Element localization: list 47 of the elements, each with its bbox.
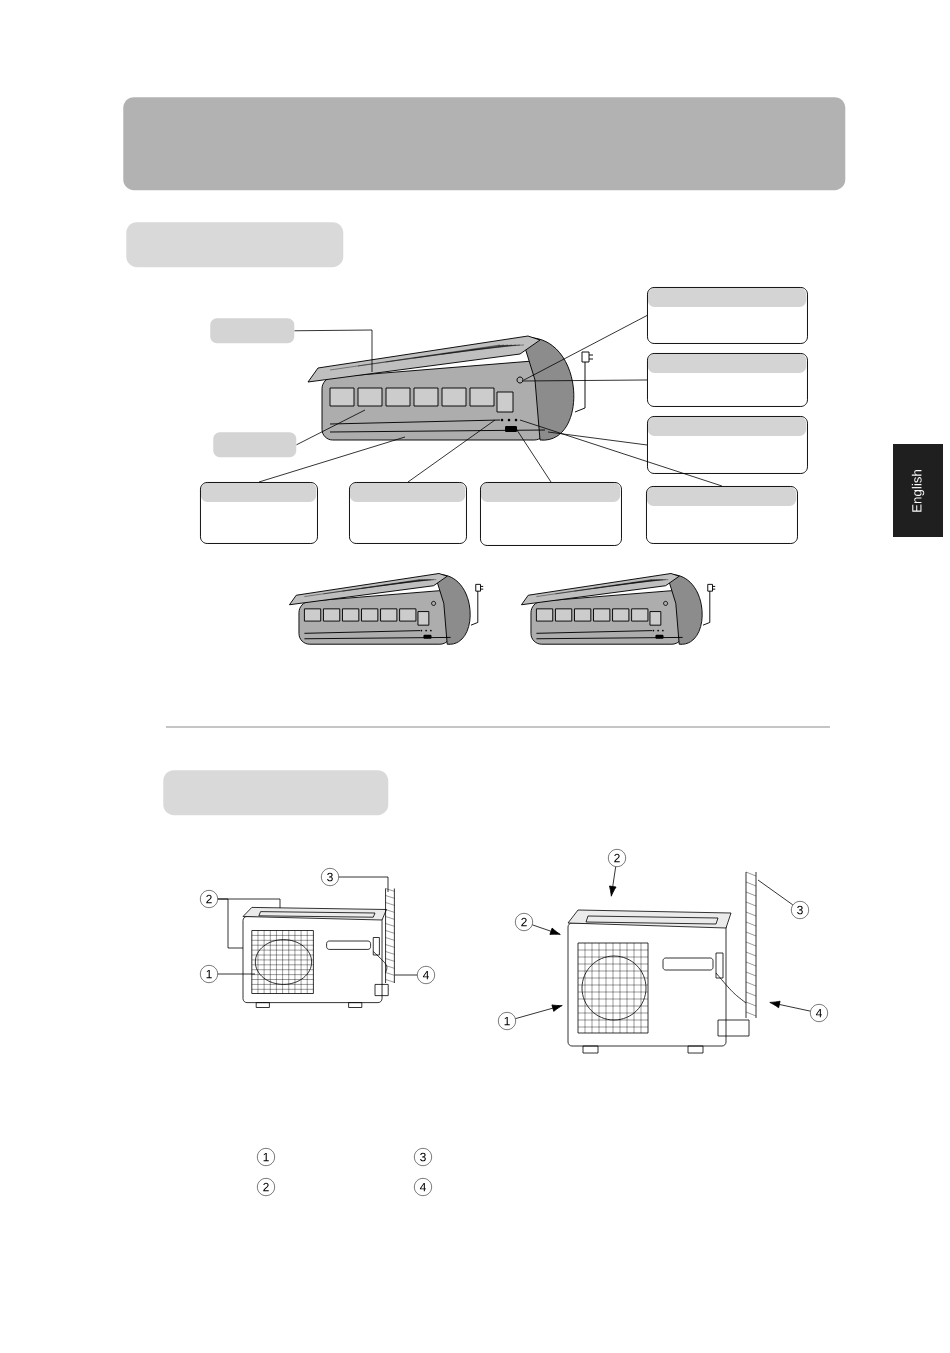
arrow: [769, 1000, 811, 1012]
arrow: [532, 924, 561, 935]
label-pill: [213, 432, 297, 458]
callout-number: 1: [200, 965, 218, 983]
callout-number: 3: [414, 1148, 432, 1166]
leader-line: [407, 419, 496, 483]
leader-line: [394, 974, 418, 976]
leader-line: [296, 409, 366, 446]
leader-line: [514, 426, 552, 483]
outdoor-unit-drawing: [567, 871, 757, 1054]
callout-number: 4: [417, 966, 435, 984]
outdoor-unit-drawing: [242, 888, 395, 1008]
label-box: [647, 416, 808, 474]
callout-number: 3: [321, 868, 339, 886]
label-box: [646, 486, 798, 544]
label-box: [200, 482, 318, 544]
label-box: [647, 287, 808, 344]
callout-number: 1: [498, 1012, 516, 1030]
leader-line: [258, 436, 406, 483]
leader-line: [523, 315, 648, 381]
leader-line: [217, 973, 256, 975]
callout-number: 2: [515, 913, 533, 931]
callout-number: 2: [200, 890, 218, 908]
section-heading-bar: [163, 770, 389, 816]
leader-line: [294, 329, 373, 373]
callout-number: 3: [791, 901, 809, 919]
leader-line: [757, 879, 794, 906]
indoor-unit-drawing: [307, 335, 594, 441]
callout-number: 1: [257, 1148, 275, 1166]
leader-line: [217, 898, 244, 949]
label-box: [349, 482, 467, 544]
arrow: [515, 1004, 563, 1019]
callout-number: 2: [257, 1178, 275, 1196]
label-box: [647, 353, 808, 407]
arrow: [609, 866, 617, 897]
callout-number: 2: [608, 849, 626, 867]
callout-number: 4: [810, 1004, 828, 1022]
callout-number: 4: [414, 1178, 432, 1196]
section-heading-bar: [126, 222, 344, 268]
leader-line: [338, 876, 389, 893]
label-box: [480, 482, 622, 546]
language-tab: English: [893, 444, 943, 537]
leader-line: [521, 379, 648, 382]
label-pill: [210, 318, 295, 344]
heading-bar: [123, 97, 846, 191]
leader-line: [547, 431, 648, 446]
leader-line: [519, 419, 723, 487]
